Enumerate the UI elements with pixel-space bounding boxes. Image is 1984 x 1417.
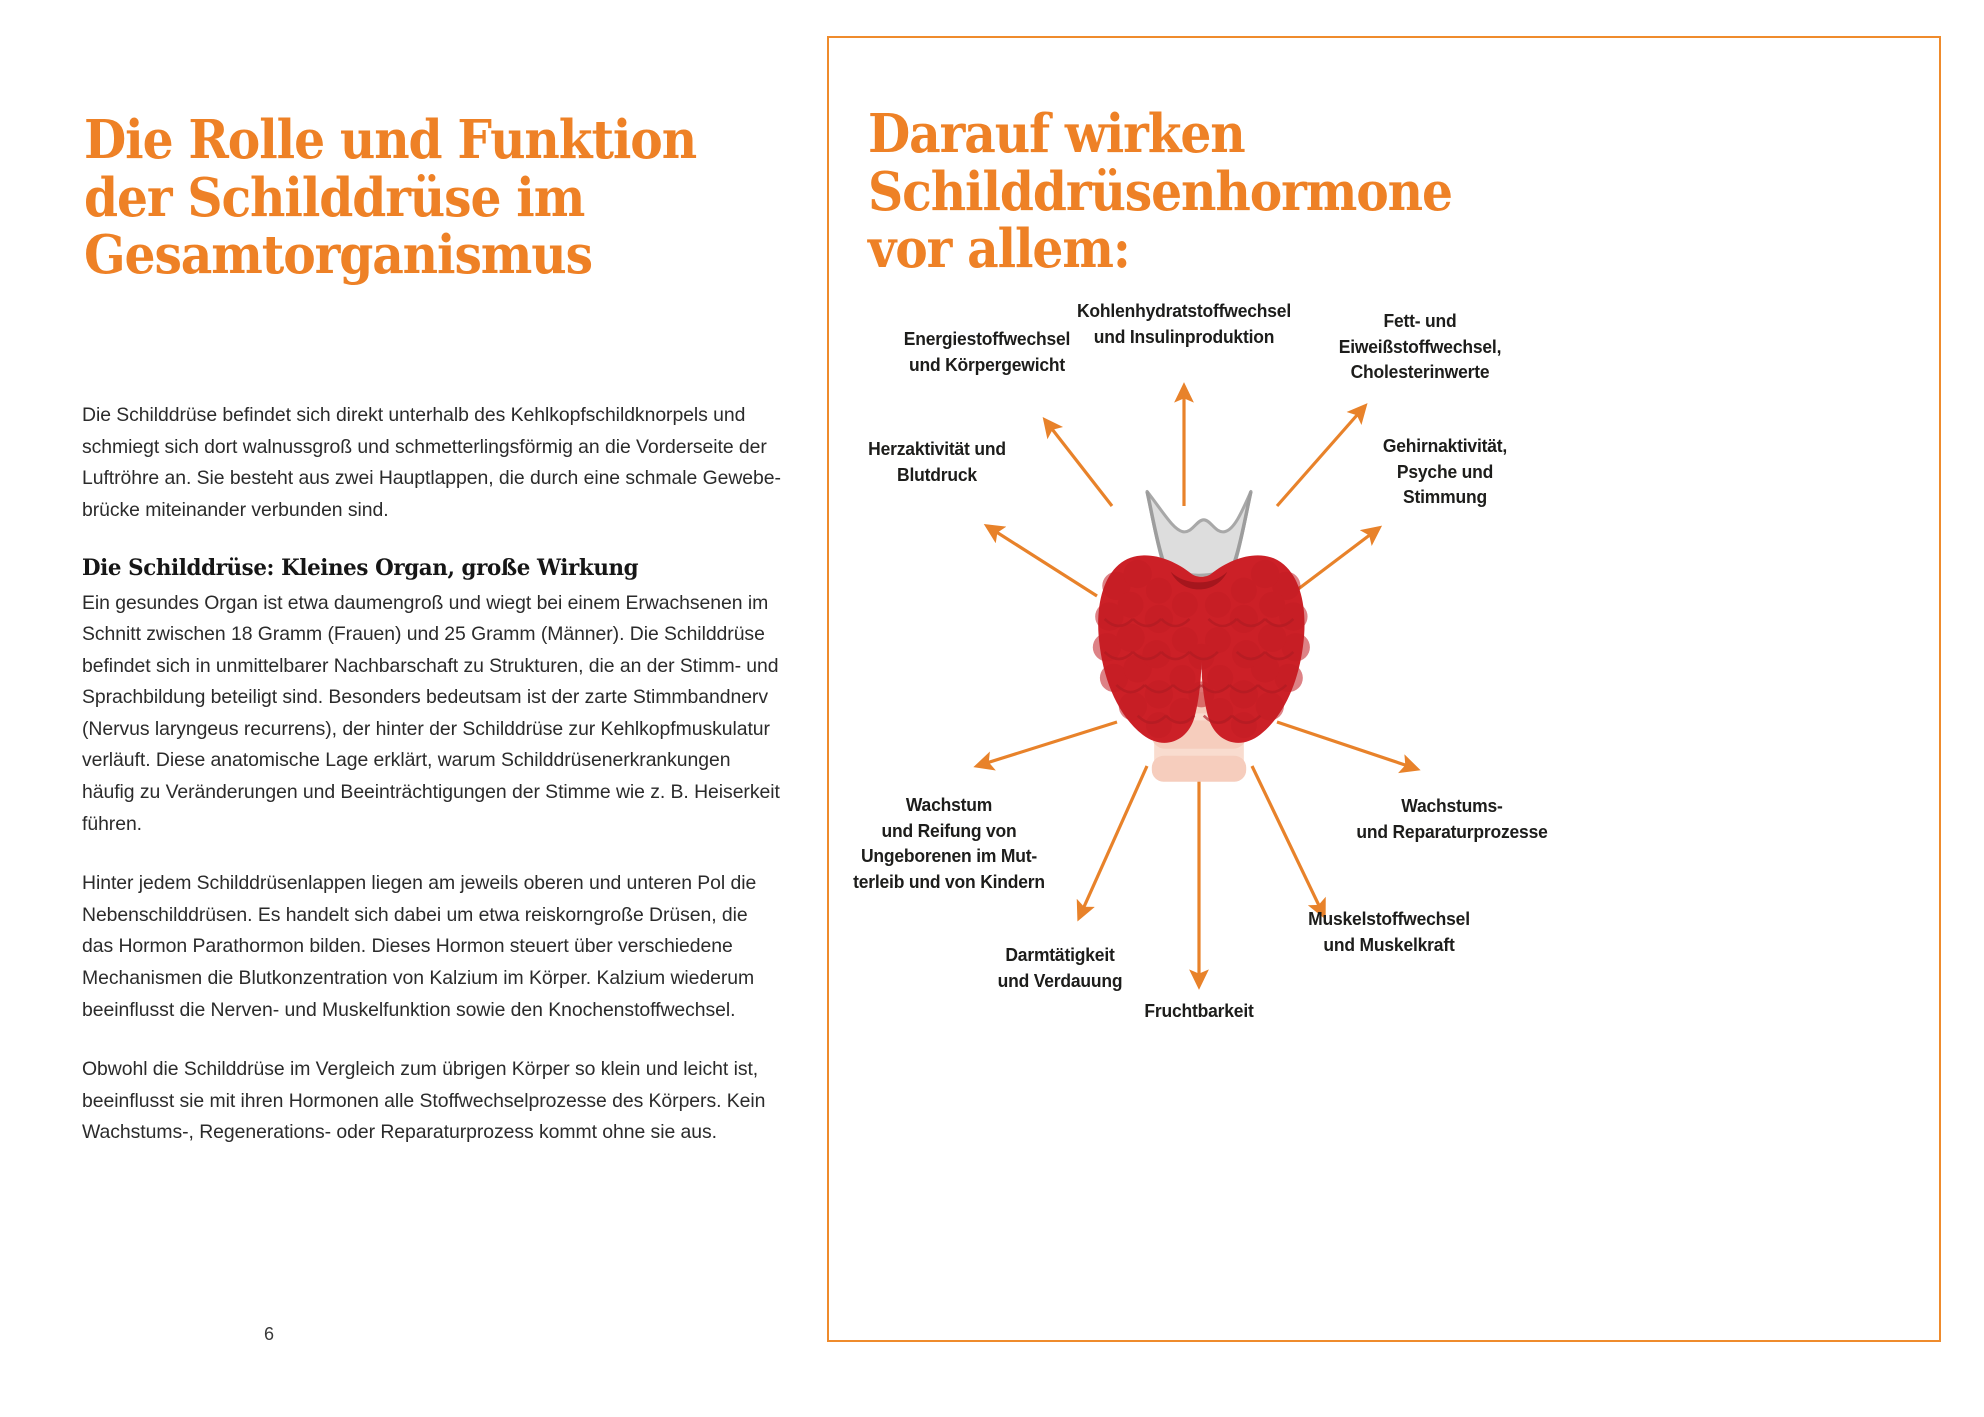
section-heading: Die Schilddrüse: Kleines Organ, große Wi…	[82, 555, 639, 582]
thyroid-lobes	[1092, 555, 1310, 743]
panel-frame-border	[827, 36, 1941, 1342]
page-number: 6	[264, 1324, 275, 1344]
paragraph-intro: Die Schilddrüse befindet sich direkt unt…	[82, 404, 781, 521]
paragraph-nebenschilddruesen: Hinter jedem Schilddrüsenlappen liegen a…	[82, 872, 757, 1021]
panel-title-line-1: Darauf wirken	[868, 103, 1246, 165]
paragraph-organ: Ein gesundes Organ ist etwa daumengroß u…	[82, 591, 780, 835]
diagram-label-wachstums-reparatur: Wachstums- und Reparaturprozesse	[1356, 795, 1548, 842]
paragraph-stoffwechsel: Obwohl die Schilddrüse im Vergleich zum …	[82, 1058, 766, 1144]
panel-title-line-2: Schilddrüsenhormone	[868, 160, 1453, 223]
diagram-label-darmtaetigkeit: Darmtätigkeit und Verdauung	[997, 944, 1123, 991]
page-title-line-1: Die Rolle und Funktion	[84, 109, 697, 171]
arrow-herzaktivitaet	[983, 523, 1098, 598]
isthmus-notch	[1170, 571, 1228, 590]
page-title-line-3: Gesamtorganismus	[84, 224, 593, 286]
diagram-label-kohlenhydratstoffwechsel: Kohlenhydratstoffwechsel und Insulinprod…	[1076, 300, 1291, 347]
diagram-svg	[973, 382, 1421, 990]
right-page: Darauf wirken Schilddrüsenhormone vor al…	[827, 0, 1984, 1417]
diagram-label-gehirnaktivitaet: Gehirnaktivität, Psyche und Stimmung	[1382, 435, 1508, 507]
diagram-label-fett-und-eiweiss: Fett- und Eiweißstoffwechsel, Cholesteri…	[1338, 310, 1502, 382]
diagram-label-energiestoffwechsel: Energiestoffwechsel und Körpergewicht	[903, 328, 1071, 375]
diagram-label-fruchtbarkeit: Fruchtbarkeit	[1144, 1000, 1254, 1021]
page-title: Die Rolle und Funktion der Schilddrüse i…	[84, 109, 838, 286]
left-page: Die Rolle und Funktion der Schilddrüse i…	[82, 109, 838, 1344]
body-column: Die Schilddrüse befindet sich direkt unt…	[82, 400, 782, 1149]
arrow-gehirnaktivitaet	[1288, 525, 1383, 598]
thyroid-cartilage	[1145, 489, 1253, 577]
arrow-muskelstoffwechsel	[1250, 765, 1326, 920]
diagram-arrows	[973, 382, 1421, 990]
panel-title-line-3: vor allem:	[868, 218, 1131, 280]
arrow-fett-und-eiweiss	[1275, 403, 1368, 508]
arrow-energiestoffwechsel	[1042, 416, 1114, 507]
diagram-label-wachstum-reifung: Wachstum und Reifung von Ungeborenen im …	[853, 794, 1045, 892]
diagram-label-muskelstoffwechsel: Muskelstoffwechsel und Muskelkraft	[1308, 908, 1470, 955]
diagram-label-herzaktivitaet: Herzaktivität und Blutdruck	[868, 438, 1006, 485]
panel-title: Darauf wirken Schilddrüsenhormone vor al…	[868, 103, 1696, 280]
arrow-darmtaetigkeit	[1076, 765, 1149, 922]
lobule-shading	[1103, 617, 1295, 725]
arrow-wachstums-reparatur	[1276, 720, 1421, 774]
arrow-wachstum-reifung	[973, 720, 1118, 771]
page-title-line-2: der Schilddrüse im	[84, 166, 585, 229]
thyroid-effects-diagram: Energiestoffwechsel und Körpergewicht Ko…	[827, 36, 1941, 1342]
thyroid-gland-illustration	[1092, 489, 1310, 782]
